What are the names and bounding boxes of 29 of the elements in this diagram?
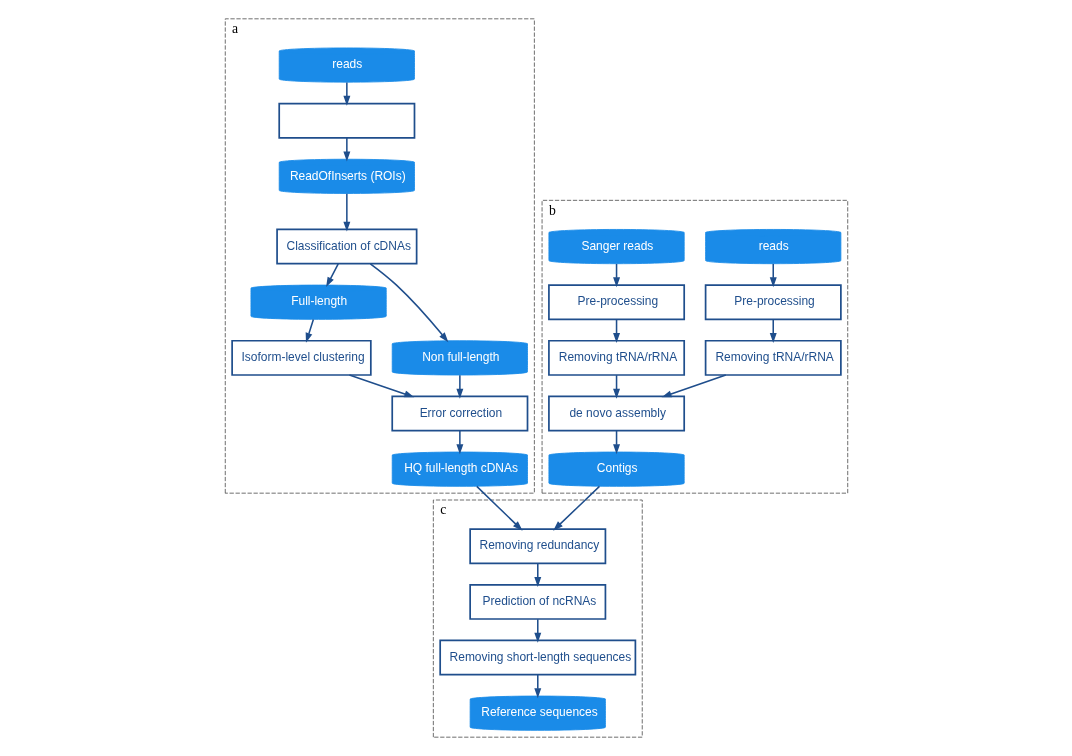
node-box: Removing tRNA/rRNA [547,339,685,376]
arrow [455,374,463,399]
arrow [455,430,463,455]
arrow [552,485,600,531]
arrow [305,318,314,343]
arrow [769,263,777,288]
arrow [348,374,414,398]
node-box: Pre-processing [704,284,842,321]
arrow [533,674,541,699]
arrow [325,263,339,288]
node-box: Isoform-level clustering [230,339,372,376]
arrow [342,137,350,162]
node-box: Removing redundancy [468,528,606,565]
node-box: Removing short-length sequences [438,639,636,676]
node-box: Pre-processing [547,284,685,321]
arrow [342,193,350,232]
node-box: Classification of cDNAs [275,228,417,265]
node-box: de novo assembly [547,395,685,432]
node-box: Prediction of ncRNAs [468,583,606,620]
arrow [475,485,523,531]
node-box: Error correction [390,395,528,432]
arrow [661,374,727,398]
arrow [769,318,777,343]
arrow [342,81,350,106]
arrow [533,618,541,643]
node-box [277,102,415,139]
arrow [369,263,448,343]
arrow [533,562,541,587]
node-box: Removing tRNA/rRNA [704,339,842,376]
